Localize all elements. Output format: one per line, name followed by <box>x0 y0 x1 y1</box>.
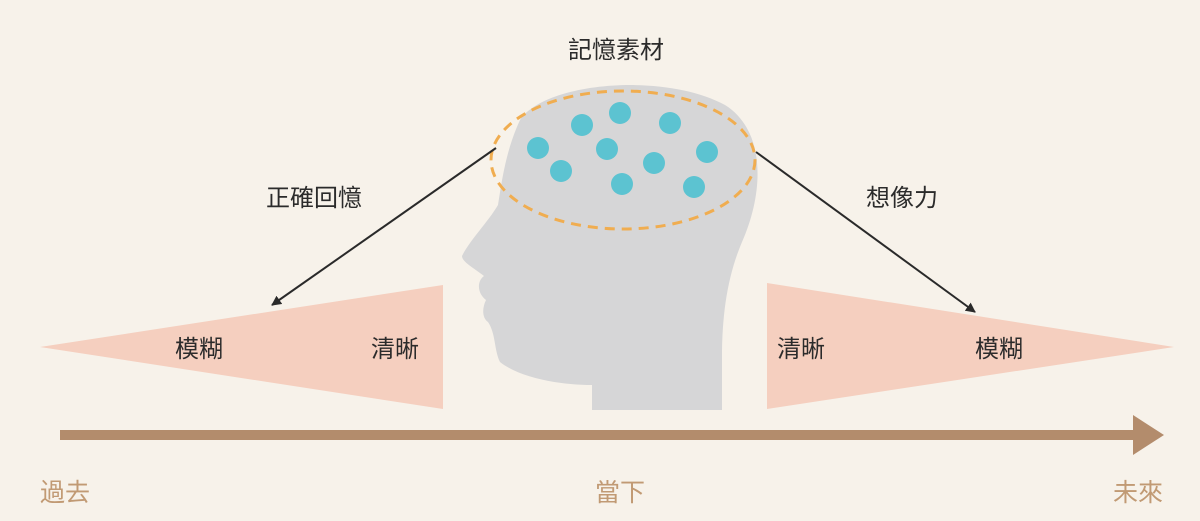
memory-dots <box>527 102 718 198</box>
memory-dot <box>571 114 593 136</box>
timeline-future-label: 未來 <box>1113 478 1164 507</box>
future-blurry-label: 模糊 <box>975 335 1023 363</box>
memory-dot <box>596 138 618 160</box>
past-blurry-label: 模糊 <box>175 335 223 363</box>
memory-dot <box>643 152 665 174</box>
accurate-recall-label: 正確回憶 <box>266 184 362 212</box>
timeline-bar <box>60 430 1140 440</box>
memory-dot <box>683 176 705 198</box>
timeline-past-label: 過去 <box>40 478 91 507</box>
memory-region-outline <box>489 89 757 231</box>
memory-dot <box>609 102 631 124</box>
imagination-arrow <box>755 151 976 313</box>
memory-material-label: 記憶素材 <box>568 36 664 64</box>
timeline-arrowhead <box>1133 415 1164 455</box>
past-clarity-wedge <box>40 285 443 409</box>
future-clear-label: 清晰 <box>777 335 825 363</box>
future-clarity-wedge <box>767 283 1174 409</box>
memory-dot <box>611 173 633 195</box>
timeline-present-label: 當下 <box>594 478 646 507</box>
head-silhouette <box>462 85 758 410</box>
memory-dot <box>527 137 549 159</box>
past-clear-label: 清晰 <box>371 335 419 363</box>
memory-dot <box>659 112 681 134</box>
memory-dot <box>550 160 572 182</box>
recall-arrow <box>271 147 497 306</box>
imagination-label: 想像力 <box>866 184 938 212</box>
memory-dot <box>696 141 718 163</box>
